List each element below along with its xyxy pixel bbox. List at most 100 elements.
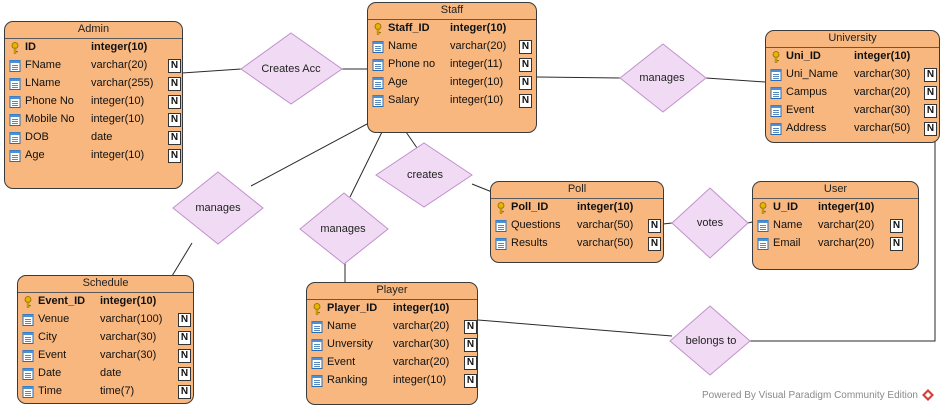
column-icon	[9, 78, 21, 90]
nullable-badge: N	[168, 113, 181, 127]
relationship-creates-poll-label: creates	[406, 169, 444, 181]
field-name: Phone No	[25, 95, 74, 107]
column-icon	[311, 357, 323, 369]
field-type: date	[91, 131, 113, 143]
field-name: Date	[38, 367, 62, 379]
nullable-badge: N	[464, 338, 477, 352]
field-type: time(7)	[100, 385, 135, 397]
field-name: Age	[388, 76, 408, 88]
field-type: varchar(20)	[818, 237, 875, 249]
field-type: integer(10)	[100, 295, 157, 307]
field-type: varchar(50)	[854, 122, 911, 134]
field-name: Questions	[511, 219, 561, 231]
field-type: integer(10)	[91, 95, 145, 107]
nullable-badge: N	[464, 374, 477, 388]
field-type: varchar(30)	[854, 104, 911, 116]
field-type: varchar(50)	[577, 219, 634, 231]
relationship-manages-schedule-diamond[interactable]	[172, 171, 264, 245]
relationship-creates-acc-diamond[interactable]	[240, 32, 343, 105]
relationship-votes-diamond[interactable]	[671, 187, 749, 259]
field-name: Address	[786, 122, 827, 134]
relationship-creates-poll-diamond[interactable]	[375, 142, 473, 208]
field-type: varchar(255)	[91, 77, 154, 89]
field-type: integer(10)	[393, 374, 447, 386]
entity-schedule-title: Schedule	[18, 276, 193, 293]
column-icon	[311, 339, 323, 351]
column-icon	[770, 69, 782, 81]
field-type: varchar(20)	[393, 356, 450, 368]
relationship-manages-schedule-label: manages	[195, 202, 241, 214]
field-name: ID	[25, 41, 36, 53]
column-icon	[495, 220, 507, 232]
nullable-badge: N	[178, 367, 191, 381]
field-type: varchar(30)	[854, 68, 911, 80]
column-icon	[770, 87, 782, 99]
column-icon	[22, 314, 34, 326]
field-type: varchar(20)	[854, 86, 911, 98]
nullable-badge: N	[464, 356, 477, 370]
nullable-badge: N	[168, 77, 181, 91]
primary-key-icon	[9, 42, 21, 54]
column-icon	[22, 368, 34, 380]
field-name: Name	[327, 320, 357, 332]
column-icon	[757, 220, 769, 232]
column-icon	[22, 386, 34, 398]
primary-key-icon	[311, 303, 323, 315]
column-icon	[770, 105, 782, 117]
connector-manages-university	[705, 77, 766, 83]
relationship-belongs-to-diamond[interactable]	[669, 305, 751, 376]
column-icon	[9, 114, 21, 126]
column-icon	[372, 95, 384, 107]
field-name: FName	[25, 59, 62, 71]
nullable-badge: N	[178, 349, 191, 363]
relationship-manages-player-diamond[interactable]	[299, 192, 389, 265]
relationship-manages-player-label: manages	[320, 223, 366, 235]
entity-user-title: User	[753, 182, 918, 199]
column-icon	[757, 238, 769, 250]
connector-poll-votes	[662, 222, 673, 225]
nullable-badge: N	[890, 237, 903, 251]
relationship-manages-university-diamond[interactable]	[619, 43, 707, 113]
